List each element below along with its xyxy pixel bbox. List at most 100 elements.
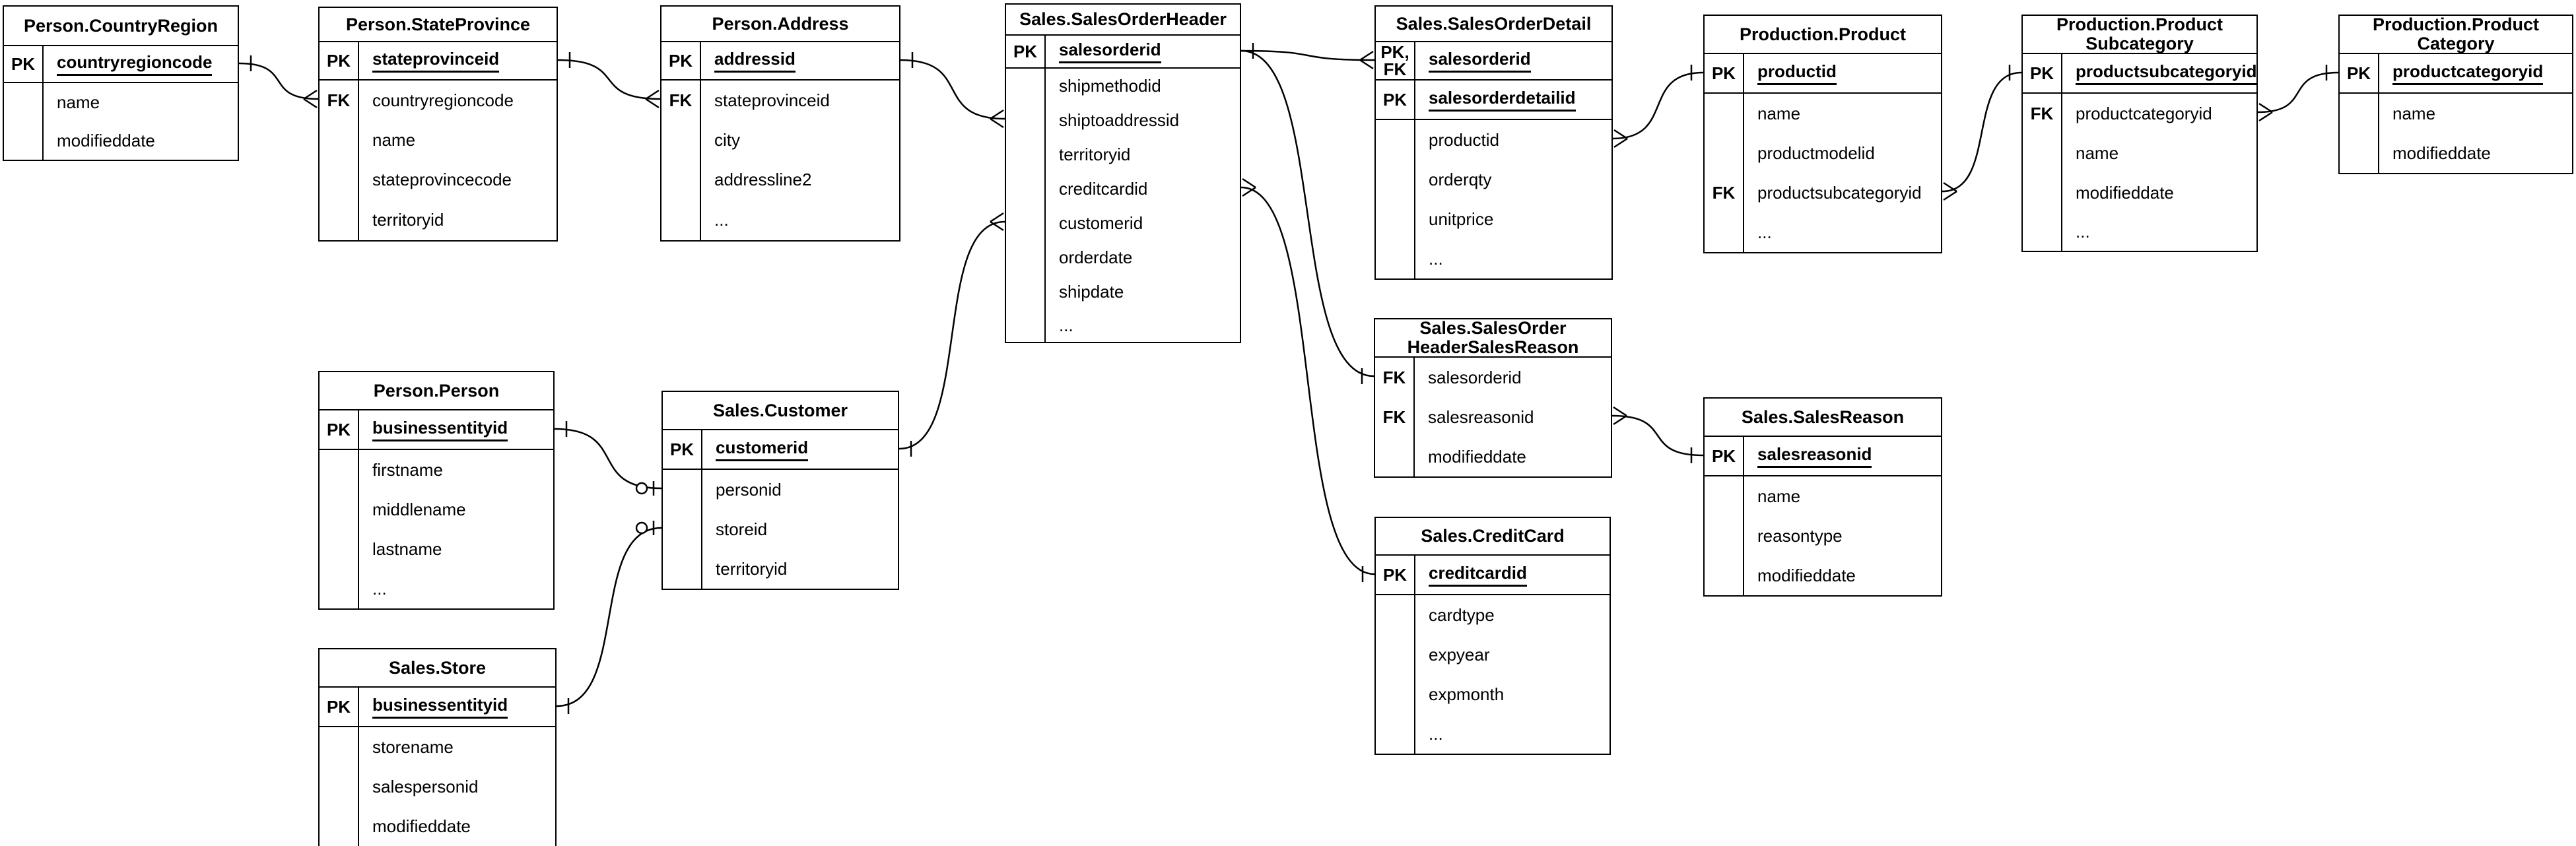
field-name: middlename <box>372 499 466 519</box>
field-row: orderqty <box>1376 160 1611 199</box>
field-name: addressline2 <box>714 169 812 189</box>
field-cell: salesorderdetailid <box>1415 81 1611 119</box>
field-name: storename <box>372 736 454 757</box>
field-row: territoryid <box>1006 137 1240 172</box>
field-row: name <box>1705 476 1941 516</box>
field-name: productcategoryid <box>2076 103 2212 123</box>
key-cell <box>1376 635 1415 674</box>
key-cell <box>1006 137 1046 172</box>
connector-store-customer <box>556 521 662 714</box>
field-cell: businessentityid <box>359 688 555 726</box>
key-cell <box>1376 714 1415 754</box>
field-name: personid <box>716 479 782 500</box>
key-cell <box>1006 275 1046 309</box>
field-row: cardtype <box>1376 595 1610 635</box>
field-name: storeid <box>716 519 768 539</box>
field-cell: name <box>1744 476 1941 516</box>
field-name: territoryid <box>1059 144 1131 164</box>
table-title: Sales.SalesOrderDetail <box>1376 7 1611 42</box>
field-name: productcategoryid <box>2392 61 2544 85</box>
key-cell: FK <box>1705 173 1744 212</box>
field-cell: middlename <box>359 490 553 529</box>
field-name: productid <box>1429 129 1499 150</box>
connector-headersalesreason-salesreason <box>1611 406 1704 463</box>
field-name: salesorderid <box>1429 49 1531 73</box>
key-cell <box>1376 199 1415 239</box>
field-cell: ... <box>2062 212 2256 251</box>
field-cell: stateprovincecode <box>359 160 557 199</box>
field-cell: name <box>359 120 557 160</box>
key-cell <box>2023 212 2062 251</box>
zero-circle-marker <box>635 482 648 495</box>
field-name: countryregioncode <box>372 90 514 110</box>
key-cell <box>2023 173 2062 212</box>
field-cell: shiptoaddressid <box>1046 103 1240 137</box>
key-cell <box>1705 476 1744 516</box>
key-cell <box>320 767 359 806</box>
field-cell: addressid <box>701 42 899 79</box>
field-cell: shipmethodid <box>1046 69 1240 103</box>
field-cell: businessentityid <box>359 410 553 449</box>
field-row: territoryid <box>663 549 898 589</box>
key-cell: PK <box>2023 54 2062 92</box>
field-name: ... <box>1059 315 1073 335</box>
key-cell <box>320 529 359 569</box>
field-cell: productcategoryid <box>2379 54 2572 92</box>
field-row: modifieddate <box>4 121 238 160</box>
field-name: modifieddate <box>2392 143 2491 163</box>
table-title: Production.Product Category <box>2340 15 2572 54</box>
field-name: ... <box>1429 723 1443 744</box>
table-title: Person.StateProvince <box>320 8 557 42</box>
field-name: businessentityid <box>372 418 508 441</box>
field-row: shipmethodid <box>1006 69 1240 103</box>
field-name: salesorderdetailid <box>1429 88 1576 112</box>
table-title: Sales.SalesReason <box>1705 399 1941 437</box>
field-row: PK productcategoryid <box>2340 54 2572 94</box>
field-name: businessentityid <box>372 695 508 719</box>
field-name: ... <box>372 578 387 599</box>
field-name: expyear <box>1429 644 1490 665</box>
key-cell <box>1375 437 1415 476</box>
field-cell: customerid <box>702 430 898 469</box>
field-cell: creditcardid <box>1415 556 1610 594</box>
field-row: city <box>661 120 899 160</box>
field-name: salesorderid <box>1428 367 1522 387</box>
field-name: productmodelid <box>1757 143 1875 163</box>
field-row: ... <box>2023 212 2256 251</box>
field-row: name <box>4 83 238 121</box>
field-name: shiptoaddressid <box>1059 110 1180 130</box>
key-cell: PK <box>2340 54 2379 92</box>
key-cell: FK <box>1375 397 1415 437</box>
field-name: stateprovincecode <box>372 169 512 189</box>
key-cell <box>1376 595 1415 635</box>
field-name: cardtype <box>1429 604 1495 625</box>
field-cell: addressline2 <box>701 160 899 199</box>
field-cell: productmodelid <box>1744 133 1941 173</box>
field-cell: ... <box>1415 714 1610 754</box>
key-cell: PK <box>661 42 701 79</box>
key-cell: PK <box>1376 81 1415 119</box>
field-name: modifieddate <box>2076 182 2174 203</box>
key-cell <box>663 470 702 509</box>
key-cell <box>661 199 701 240</box>
key-cell <box>663 549 702 589</box>
field-row: territoryid <box>320 199 557 240</box>
field-row: name <box>2340 94 2572 133</box>
field-cell: salesreasonid <box>1744 437 1941 475</box>
field-cell: salesorderid <box>1046 36 1240 67</box>
field-cell: ... <box>1415 239 1611 278</box>
field-row: ... <box>1376 239 1611 278</box>
key-cell <box>320 199 359 240</box>
table-title: Sales.Store <box>320 649 555 688</box>
key-cell <box>320 450 359 490</box>
table-title: Person.Person <box>320 372 553 410</box>
field-name: territoryid <box>716 558 788 579</box>
field-cell: storename <box>359 727 555 767</box>
